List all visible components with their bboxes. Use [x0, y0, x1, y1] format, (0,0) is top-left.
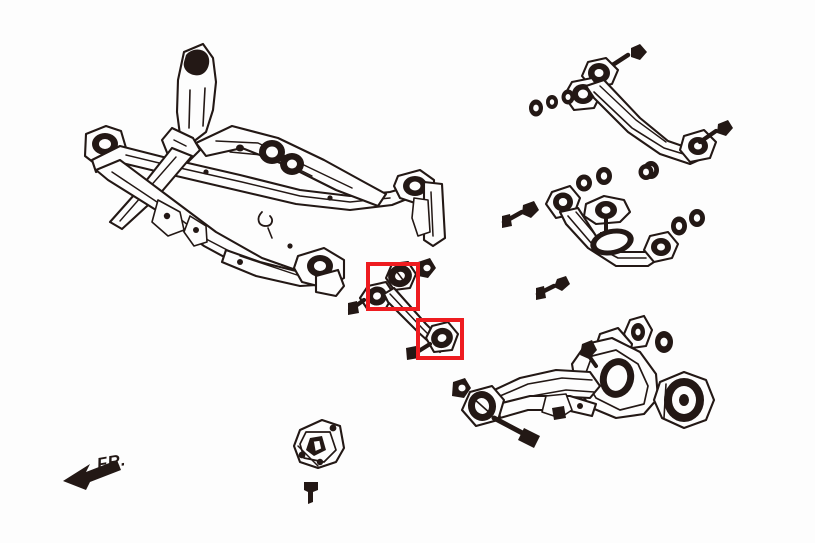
component-lower-control-arm: [501, 164, 705, 300]
component-rear-subframe: [83, 42, 447, 298]
component-toe-link-arm: [347, 258, 460, 360]
orientation-marker: FR.: [63, 450, 127, 490]
component-mount-bracket: [292, 418, 346, 504]
component-bracket-bolt: [304, 482, 318, 504]
component-upper-control-arm: [529, 44, 733, 179]
highlight-box-2: [416, 318, 464, 360]
component-knuckle-hub: [452, 314, 716, 448]
fr-label: FR.: [95, 450, 127, 474]
highlight-box-1: [366, 262, 420, 311]
